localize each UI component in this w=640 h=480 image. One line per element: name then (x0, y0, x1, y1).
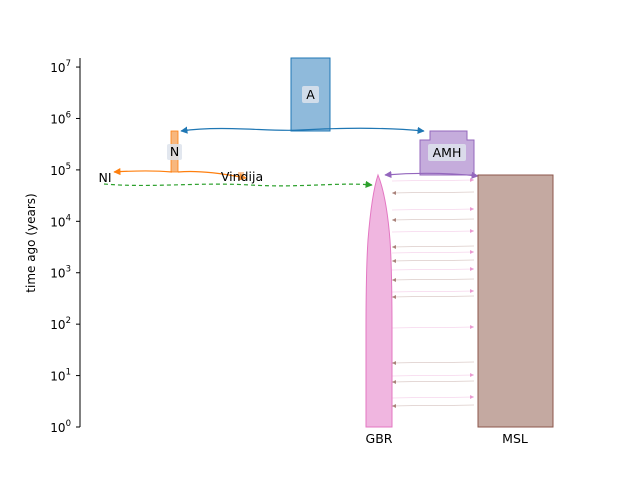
label-GBR: GBR (366, 431, 393, 446)
migration-arrowhead-9 (392, 278, 396, 282)
y-tick-label-7: 107 (50, 59, 71, 75)
migration-line-1 (391, 191, 475, 194)
y-tick-label-1: 101 (50, 368, 71, 384)
migration-line-5 (391, 245, 475, 248)
migration-arrowhead-11 (392, 295, 396, 299)
label-box-AMH (428, 144, 466, 161)
y-axis-label: time ago (years) (24, 193, 38, 292)
migration-arrowhead-8 (470, 267, 474, 271)
y-tick-label-0: 100 (50, 419, 71, 435)
split-arrow-N-AMH (180, 126, 425, 134)
migration-line-16 (391, 396, 475, 399)
migration-arrowhead-3 (392, 218, 396, 222)
migration-line-15 (391, 380, 475, 383)
migration-line-11 (391, 295, 475, 298)
migration-arrowhead-6 (470, 250, 474, 254)
y-tick-label-2: 102 (50, 316, 71, 332)
migration-arrowhead-0 (470, 178, 474, 182)
y-ticks: 100 101 102 103 104 105 106 107 (50, 59, 80, 435)
migration-arrowhead-12 (470, 325, 474, 329)
migration-line-17 (391, 404, 475, 407)
migration-line-10 (391, 290, 475, 293)
label-N: N (170, 144, 179, 159)
deme-MSL (477, 174, 554, 428)
migration-arrowhead-13 (392, 361, 396, 365)
migration-line-7 (391, 259, 475, 262)
migration-arrowhead-10 (470, 289, 474, 293)
migration-line-14 (391, 374, 475, 377)
migration-arrowhead-7 (392, 259, 396, 263)
migration-line-13 (391, 361, 475, 364)
migration-arrowhead-5 (392, 245, 396, 249)
migration-line-4 (391, 230, 475, 233)
y-tick-label-5: 105 (50, 162, 71, 178)
label-box-N (167, 144, 182, 160)
migration-arrowhead-15 (392, 380, 396, 384)
label-AMH: AMH (433, 145, 462, 160)
migration-arrowhead-1 (392, 191, 396, 195)
deme-Vindija (238, 172, 244, 180)
label-Vindija: Vindija (221, 169, 263, 184)
migration-line-9 (391, 278, 475, 281)
deme-GBR (365, 173, 393, 428)
migration-arrowhead-2 (470, 207, 474, 211)
y-tick-label-4: 104 (50, 213, 71, 229)
split-arrow-GBR-MSL (384, 170, 479, 179)
label-MSL: MSL (502, 431, 528, 446)
y-tick-label-3: 103 (50, 265, 71, 281)
migration-line-3 (391, 218, 475, 221)
migration-line-2 (391, 208, 475, 211)
deme-A (290, 57, 331, 132)
label-box-A (302, 86, 319, 103)
migration-arrowhead-14 (470, 373, 474, 377)
migration-line-6 (391, 251, 475, 254)
label-A: A (306, 87, 315, 102)
migration-line-0 (391, 179, 475, 182)
migration-arrowhead-17 (392, 404, 396, 408)
pulse-NI-to-GBR (103, 180, 373, 188)
split-arrow-NI (113, 168, 173, 176)
migration-lines (391, 178, 475, 408)
migration-arrowhead-4 (470, 229, 474, 233)
label-NI: NI (98, 170, 111, 185)
migration-line-12 (391, 326, 475, 329)
migration-arrowhead-16 (470, 395, 474, 399)
y-tick-label-6: 106 (50, 110, 71, 126)
migration-line-8 (391, 268, 475, 271)
